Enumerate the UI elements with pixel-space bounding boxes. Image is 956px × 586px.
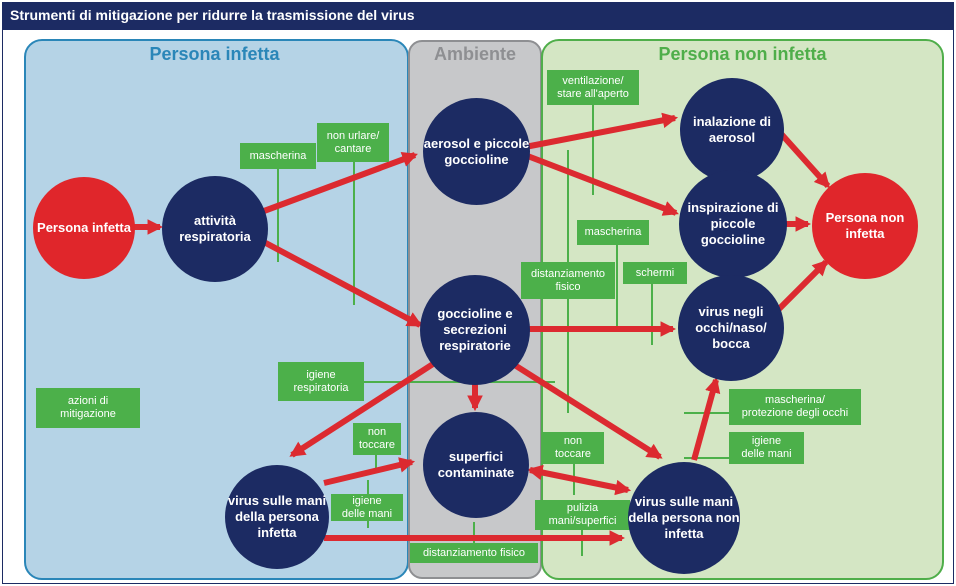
tag-distanziamento-fisico: distanziamento fisico [410, 543, 538, 563]
arrow-mani-infetta-to-superfici [323, 457, 416, 486]
arrow-mani-to-occhi [691, 376, 721, 461]
panel-title-noninfected: Persona non infetta [658, 44, 827, 64]
tag-non-urlare-cantare: non urlare/ cantare [317, 123, 389, 162]
node-superfici-contaminate: superfici contaminate [423, 412, 529, 518]
tag-igiene-delle-mani-1: igiene delle mani [331, 494, 403, 521]
arrow-aerosol-to-inalazione [524, 112, 679, 150]
node-persona-infetta: Persona infetta [33, 177, 135, 279]
node-aerosol: aerosol e piccole goccioline [423, 98, 530, 205]
arrow-goccioline-to-mani-infetta [289, 361, 435, 458]
arrow-attivita-to-aerosol [262, 152, 418, 214]
arrow-inalazione-to-persona-noninfetta [772, 124, 831, 189]
arrow-aerosol-to-inspirazione [523, 152, 679, 216]
node-inspirazione-goccioline: inspirazione di piccole goccioline [679, 170, 787, 278]
tag-non-toccare-1: non toccare [353, 423, 401, 455]
arrow-superfici-mani-noninfetta [526, 464, 632, 496]
tag-distanziamento: distanziamento fisico [521, 262, 615, 299]
arrow-occhi-to-persona-noninfetta [773, 259, 829, 315]
tag-non-toccare-2: non toccare [542, 432, 604, 464]
panel-title-infected: Persona infetta [149, 44, 280, 64]
panel-title-environment: Ambiente [433, 44, 516, 64]
tag-mascherina: mascherina [240, 143, 316, 169]
node-virus-occhi-naso-bocca: virus negli occhi/naso/ bocca [678, 275, 784, 381]
tag-azioni-di-mitigazione: azioni di mitigazione [36, 388, 140, 428]
node-attivita-respiratoria: attività respiratoria [162, 176, 268, 282]
tag-mascherina-2: mascherina [577, 220, 649, 245]
node-mani-persona-non-infetta: virus sulle mani della persona non infet… [628, 462, 740, 574]
arrow-goccioline-to-mani-noninfetta [511, 361, 663, 460]
title-bar: Strumenti di mitigazione per ridurre la … [2, 2, 954, 30]
tag-pulizia-mani-superfici: pulizia mani/superfici [535, 500, 630, 530]
node-mani-persona-infetta: virus sulle mani della persona infetta [225, 465, 329, 569]
tag-igiene-respiratoria: igiene respiratoria [278, 362, 364, 401]
tag-ventilazione: ventilazione/ stare all'aperto [547, 70, 639, 105]
node-inalazione-aerosol: inalazione di aerosol [680, 78, 784, 182]
diagram-title: Strumenti di mitigazione per ridurre la … [10, 7, 415, 23]
tag-mascherina-protezione-occhi: mascherina/ protezione degli occhi [729, 389, 861, 425]
node-persona-non-infetta: Persona non infetta [812, 173, 918, 279]
tag-igiene-delle-mani-2: igiene delle mani [729, 432, 804, 464]
node-goccioline: goccioline e secrezioni respiratorie [420, 275, 530, 385]
arrow-attivita-to-goccioline [260, 238, 423, 328]
tag-schermi: schermi [623, 262, 687, 284]
